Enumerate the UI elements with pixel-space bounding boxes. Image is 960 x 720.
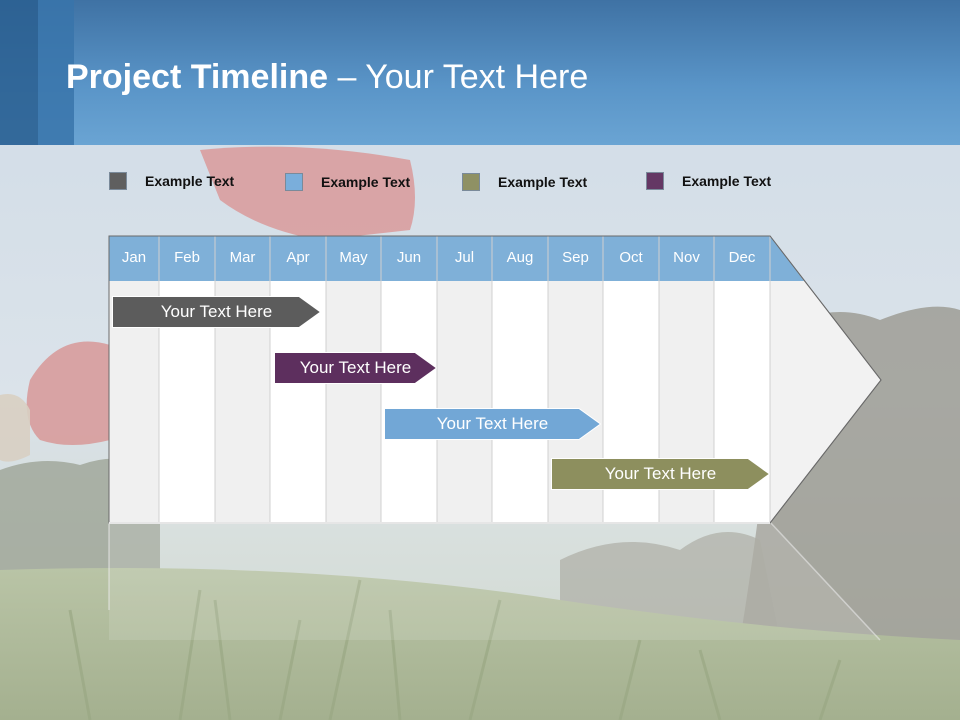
task-bar: Your Text Here [551,458,770,490]
month-label: Apr [286,249,310,266]
month-column [437,281,492,523]
legend-swatch [109,172,127,190]
month-label: Jan [121,249,147,266]
month-header-row [109,236,804,281]
legend-label: Example Text [682,173,772,189]
legend-item: Example Text [285,171,410,193]
task-bar-label: Your Text Here [160,302,273,321]
header-band [0,0,960,145]
task-bar-shape [551,458,770,490]
month-label: May [339,249,368,266]
month-label: Jun [396,249,422,266]
legend-label: Example Text [321,174,411,190]
month-label: Sep [562,249,589,266]
month-column [381,281,437,523]
month-label: Mar [229,249,256,266]
header-accent-stripe [0,0,38,145]
month-column [326,281,381,523]
legend-label: Example Text [145,173,235,189]
month-label: Aug [506,249,534,266]
month-column [492,281,548,523]
task-bar-label: Your Text Here [436,414,549,433]
legend-item: Example Text [646,170,771,192]
month-label: Jul [454,249,475,266]
task-bar-label: Your Text Here [299,358,412,377]
task-bar: Your Text Here [384,408,601,440]
legend-item: Example Text [109,170,234,192]
month-label: Oct [619,249,643,266]
task-bar-shape [112,296,321,328]
task-bar: Your Text Here [112,296,321,328]
legend-swatch [646,172,664,190]
slide-title: Project Timeline – Your Text Here [66,58,588,97]
task-bar: Your Text Here [274,352,437,384]
task-bar-label: Your Text Here [604,464,717,483]
title-rest: – Your Text Here [328,58,589,96]
task-bar-shape [384,408,601,440]
month-label: Feb [174,249,200,266]
legend-swatch [285,173,303,191]
legend-label: Example Text [498,174,588,190]
legend-swatch [462,173,480,191]
month-label: Dec [728,249,756,266]
month-label: Nov [673,249,700,266]
header-accent-stripe [38,0,74,145]
title-bold: Project Timeline [66,58,329,96]
task-bar-shape [274,352,437,384]
legend-item: Example Text [462,171,587,193]
